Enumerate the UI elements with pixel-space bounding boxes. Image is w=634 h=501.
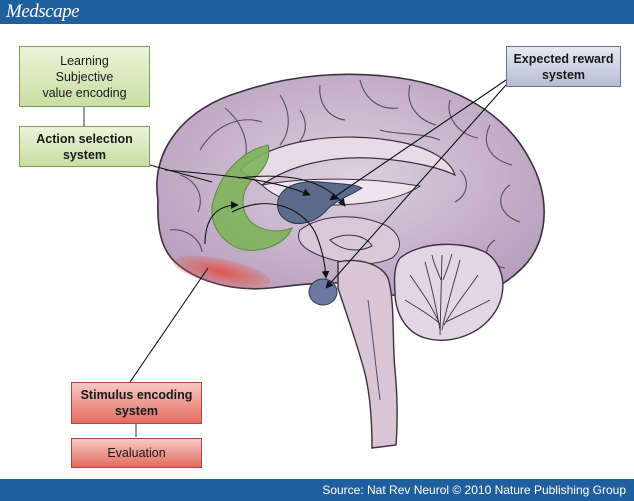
action-selection-region — [211, 144, 293, 251]
evaluation-label: Evaluation — [107, 446, 166, 460]
corpus-callosum — [239, 136, 457, 186]
stimulus-encoding-region — [173, 255, 271, 289]
learning-label: Learning Subjective value encoding — [42, 53, 127, 100]
evaluation-box: Evaluation — [71, 438, 202, 468]
cerebellum-folia — [404, 253, 491, 336]
brain-diagram — [83, 73, 545, 449]
midbrain-region — [308, 278, 338, 306]
expected-reward-box: Expected reward system — [506, 46, 621, 87]
medscape-logo: Medscape — [6, 1, 80, 22]
expected-reward-label: Expected reward system — [513, 51, 614, 82]
cerebellum — [393, 243, 504, 341]
action-selection-label: Action selection system — [36, 131, 133, 162]
stimulus-encoding-box: Stimulus encoding system — [71, 382, 202, 424]
source-credit: Source: Nat Rev Neurol © 2010 Nature Pub… — [322, 483, 626, 497]
stimulus-encoding-label: Stimulus encoding system — [80, 388, 193, 418]
header-bar: Medscape — [0, 0, 634, 24]
learning-box: Learning Subjective value encoding — [19, 46, 150, 107]
footer-bar: Source: Nat Rev Neurol © 2010 Nature Pub… — [0, 479, 634, 501]
action-selection-box: Action selection system — [19, 126, 150, 167]
brainstem — [337, 259, 398, 449]
